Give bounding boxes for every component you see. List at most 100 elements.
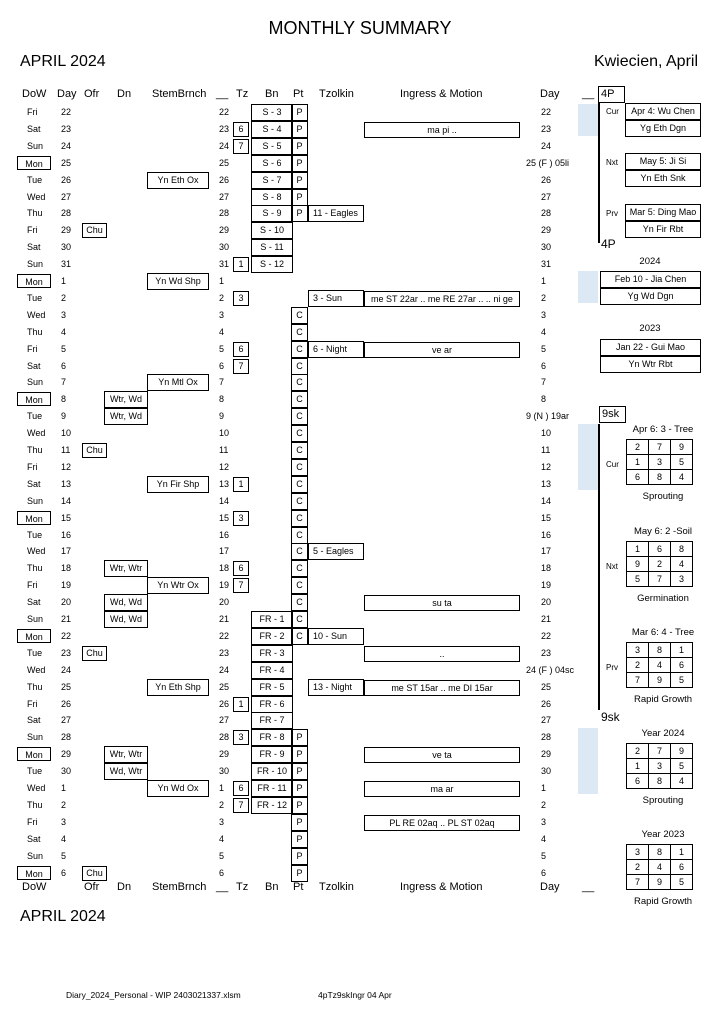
dow-cell: Fri [27,107,38,117]
square-caption: Sprouting [642,795,684,806]
n-cell: 16 [219,529,230,540]
bn-box: S - 4 [251,120,293,138]
day2-cell: 18 [541,563,552,574]
square-cell: 9 [670,439,693,455]
pt-box: P [291,154,308,172]
square-cell: 3 [626,642,649,658]
day-cell: 2 [61,292,67,303]
bn-box: FR - 2 [251,627,293,645]
stem-box: Yn Wtr Ox [147,577,209,595]
bn-box: FR - 10 [251,763,293,781]
n-cell: 8 [219,394,225,405]
dow-cell: Sat [27,123,41,134]
ninesk-box: 9sk [599,406,626,423]
day-cell: 4 [61,326,67,337]
pt-box: P [291,780,308,797]
bn-box: FR - 5 [251,678,293,696]
dow-cell: Thu [27,326,43,337]
day2-cell: 5 [541,850,547,861]
shade-sk2 [578,728,598,794]
day2-cell: 15 [541,512,552,523]
fourp-box: 4P [598,86,625,103]
col-dn-bottom: Dn [117,881,132,893]
square-cell: 7 [648,571,671,587]
col-pt: Pt [293,88,304,100]
day2-cell: 25 [541,681,552,692]
bn-box: FR - 8 [251,729,293,747]
day2-cell: 11 [541,445,551,455]
col-ofr: Ofr [84,88,100,100]
dn-box: Wd, Wd [104,594,148,612]
day-cell: 1 [61,276,67,286]
day-cell: 20 [61,597,72,608]
pt-box: P [291,137,308,155]
square-cell: 2 [626,743,649,759]
day-cell: 1 [61,783,67,793]
day-cell: 26 [61,174,72,185]
nxt-month-2: Yn Eth Snk [625,170,701,187]
day2-cell: 26 [541,174,552,185]
day-cell: 2 [61,799,67,810]
shade-apr [578,271,598,303]
n-cell: 21 [219,614,230,624]
square-cell: 5 [670,874,693,890]
col-bn-bottom: Bn [265,881,279,893]
ofr-box: Chu [82,443,107,458]
tz-box: 7 [233,797,249,813]
pt-box: C [291,627,308,645]
square-cell: 9 [626,556,649,572]
bn-box: S - 12 [251,256,293,274]
dow-cell: Tue [27,174,43,185]
tz-box: 3 [233,290,249,306]
day-cell: 8 [61,394,67,405]
pt-box: C [291,509,308,527]
tzolkin-box: 10 - Sun [308,627,364,645]
tzolkin-box: 13 - Night [308,678,364,696]
square-cell: 6 [648,541,671,557]
col-dow: DoW [22,88,47,100]
day2-cell: 29 [541,225,552,236]
pt-box: C [291,543,308,561]
n-cell: 6 [219,867,225,878]
tz-box: 1 [233,476,249,492]
n-cell: 1 [219,276,225,286]
ingress-box: PL RE 02aq .. PL ST 02aq [364,814,520,831]
day2-cell: 2 [541,292,547,303]
day2-cell: 4 [541,326,547,337]
bn-box: S - 8 [251,188,293,206]
dow-cell: Mon [17,274,51,288]
pt-box: P [291,205,308,223]
day-cell: 5 [61,343,67,354]
n-cell: 3 [219,816,225,827]
pt-box: C [291,408,308,426]
n-cell: 6 [219,360,225,371]
n-cell: 22 [219,630,230,641]
square-cell: 3 [670,571,693,587]
square-cell: 2 [626,859,649,875]
pt-box: P [291,120,308,138]
pt-box: P [291,763,308,781]
square-cell: 6 [626,773,649,789]
bn-box: FR - 3 [251,644,293,662]
n-cell: 28 [219,732,230,743]
day-cell: 19 [61,580,72,591]
day2-cell: 6 [541,867,547,878]
stem-box: Yn Wd Shp [147,273,209,290]
